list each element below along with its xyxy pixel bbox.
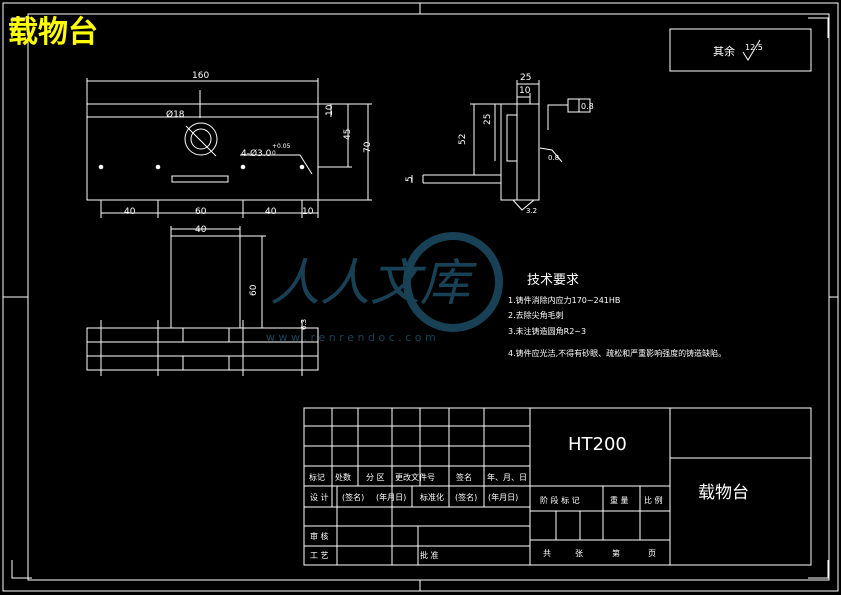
svg-text:+0.05: +0.05 [272, 143, 291, 150]
svg-text:25: 25 [520, 73, 531, 83]
svg-text:比 例: 比 例 [644, 495, 663, 505]
svg-text:签名: 签名 [456, 472, 472, 482]
svg-text:160: 160 [192, 71, 209, 81]
svg-text:40: 40 [124, 207, 136, 217]
svg-text:52: 52 [458, 134, 468, 145]
tech-req-item: 3.未注铸造圆角R2~3 [508, 326, 586, 336]
svg-text:0: 0 [272, 150, 276, 157]
svg-text:10: 10 [325, 104, 335, 116]
svg-text:年、月、日: 年、月、日 [487, 472, 527, 482]
svg-text:标记: 标记 [309, 472, 325, 482]
svg-text:40: 40 [265, 207, 277, 217]
tech-req-item: 1.铸件消除内应力170~241HB [508, 295, 620, 305]
front-view [86, 78, 372, 218]
title-block [303, 407, 812, 566]
watermark-brand: 人人文库 [270, 254, 477, 312]
tech-requirements: 技术要求 1.铸件消除内应力170~241HB 2.去除尖角毛刺 3.未注铸造圆… [508, 273, 726, 358]
svg-text:(签名): (签名) [455, 492, 477, 502]
bottom-view [86, 226, 319, 376]
header-title: 载物台 [8, 15, 98, 50]
svg-text:40: 40 [195, 225, 207, 235]
svg-text:工 艺: 工 艺 [310, 551, 329, 560]
svg-text:批 准: 批 准 [420, 550, 439, 560]
svg-text:更改文件号: 更改文件号 [395, 472, 435, 482]
svg-text:页: 页 [648, 549, 656, 558]
svg-text:Ø18: Ø18 [166, 109, 185, 120]
roughness-value: 12.5 [745, 43, 763, 52]
svg-text:45: 45 [343, 129, 353, 140]
svg-text:70: 70 [363, 141, 373, 153]
svg-text:25: 25 [483, 114, 493, 125]
svg-text:(年月日): (年月日) [488, 492, 518, 502]
slot [171, 175, 229, 183]
svg-text:60: 60 [249, 284, 259, 296]
bore-circle [184, 122, 218, 156]
svg-text:阶 段 标 记: 阶 段 标 记 [540, 495, 580, 505]
svg-text:标准化: 标准化 [420, 492, 444, 502]
part-name: 载物台 [698, 483, 749, 503]
svg-text:6.3: 6.3 [300, 319, 308, 330]
front-view-dims: 160 10 45 70 Ø18 4-Ø3.0 +0.05 0 40 60 40… [124, 71, 373, 217]
watermark-url: w w w . r e n r e n d o c . c o m [266, 331, 436, 344]
roughness-box: 其余 12.5 [669, 28, 812, 72]
svg-text:(签名): (签名) [342, 492, 364, 502]
side-view [411, 80, 591, 211]
svg-text:5: 5 [405, 176, 415, 182]
svg-text:(年月日): (年月日) [376, 492, 406, 502]
svg-text:10: 10 [519, 86, 531, 96]
material: HT200 [568, 434, 627, 455]
tech-req-item: 4.铸件应光洁,不得有砂眼、疏松和严重影响强度的铸造缺陷。 [508, 348, 726, 358]
svg-text:0.8: 0.8 [581, 102, 594, 111]
svg-text:分 区: 分 区 [366, 473, 385, 482]
tech-req-item: 2.去除尖角毛刺 [508, 310, 564, 320]
svg-text:10: 10 [302, 207, 314, 217]
tech-req-title: 技术要求 [527, 273, 579, 288]
watermark: 人人文库 w w w . r e n r e n d o c . c o m [266, 232, 503, 344]
title-block-text: HT200 载物台 标记 处数 分 区 更改文件号 签名 年、月、日 设 计 (… [309, 434, 749, 560]
svg-text:4-Ø3.0: 4-Ø3.0 [241, 148, 272, 159]
svg-text:3.2: 3.2 [526, 207, 537, 215]
side-view-dims: 25 10 25 52 5 0.8 0.8 3.2 [405, 73, 594, 215]
svg-text:重 量: 重 量 [610, 495, 629, 505]
svg-text:审 核: 审 核 [310, 531, 329, 541]
svg-text:张: 张 [575, 549, 583, 558]
svg-text:60: 60 [195, 207, 207, 217]
svg-text:处数: 处数 [335, 472, 351, 482]
svg-text:0.8: 0.8 [548, 154, 559, 162]
roughness-label: 其余 [713, 44, 735, 58]
svg-text:设 计: 设 计 [310, 492, 329, 502]
svg-text:共: 共 [543, 549, 551, 558]
watermark-logo-circle [403, 232, 503, 332]
bottom-view-dims: 40 60 6.3 [195, 225, 308, 330]
svg-text:第: 第 [612, 548, 620, 558]
